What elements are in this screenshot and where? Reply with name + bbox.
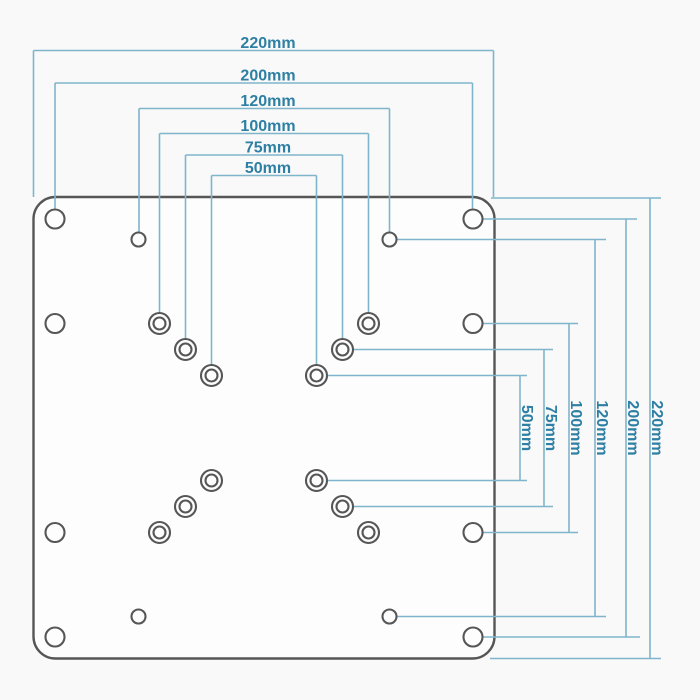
vesa75-hole-top-left — [173, 337, 198, 362]
inner-ring — [335, 342, 350, 357]
vesa100-hole-top-right — [356, 311, 381, 336]
dimension-vertical-75: 75mm — [353, 348, 559, 508]
dimension-horizontal-50: 50mm — [210, 160, 318, 365]
corner-hole-top-left — [44, 208, 66, 230]
dimension-horizontal-220: 220mm — [32, 35, 495, 197]
dimension-label: 200mm — [240, 68, 295, 85]
vesa50-hole-top-left — [199, 363, 224, 388]
dimension-label: 100mm — [567, 400, 584, 455]
vesa50-hole-bottom-right — [304, 468, 329, 493]
dimension-vertical-50: 50mm — [327, 374, 535, 482]
side-hole-bottom-right — [462, 521, 484, 544]
vesa75-hole-bottom-left — [173, 494, 198, 519]
inner-ring — [152, 316, 167, 331]
side-holes — [44, 312, 484, 544]
inner-ring — [309, 368, 324, 383]
dimension-vertical-200: 200mm — [483, 218, 641, 638]
dimension-label: 50mm — [245, 160, 291, 177]
small-hole-bottom-right — [381, 608, 398, 625]
vesa50-hole-top-right — [304, 363, 329, 388]
vesa75-hole-bottom-right — [330, 494, 355, 519]
dimension-vertical-100: 100mm — [483, 322, 584, 534]
vesa100-holes — [147, 311, 381, 545]
vesa100-hole-top-left — [147, 311, 172, 336]
vesa50-holes — [199, 363, 329, 493]
small-hole-top-left — [130, 231, 147, 248]
dimension-vertical-120: 120mm — [397, 238, 610, 618]
corner-hole-top-right — [462, 208, 484, 230]
small-hole-bottom-left — [130, 608, 147, 625]
side-hole-top-left — [44, 312, 66, 335]
dimension-label: 220mm — [648, 400, 665, 455]
corner-hole-bottom-right — [462, 626, 484, 648]
corner-holes — [44, 208, 484, 648]
dimension-label: 75mm — [245, 140, 291, 157]
inner-ring — [309, 473, 324, 488]
dimension-label: 220mm — [240, 35, 295, 52]
inner-ring — [178, 342, 193, 357]
side-hole-top-right — [462, 312, 484, 335]
dimension-horizontal-120: 120mm — [138, 93, 391, 232]
vesa100-hole-bottom-right — [356, 520, 381, 545]
small-holes — [130, 231, 398, 625]
inner-ring — [204, 368, 219, 383]
dimension-horizontal-200: 200mm — [54, 68, 474, 209]
vesa75-hole-top-right — [330, 337, 355, 362]
inner-ring — [361, 525, 376, 540]
inner-ring — [335, 499, 350, 514]
small-hole-top-right — [381, 231, 398, 248]
dimension-horizontal-75: 75mm — [184, 140, 344, 339]
inner-ring — [361, 316, 376, 331]
dimension-label: 120mm — [593, 400, 610, 455]
plate-outline — [32, 195, 496, 660]
dimension-vertical-220: 220mm — [490, 197, 665, 660]
dimension-label: 75mm — [542, 405, 559, 451]
side-hole-bottom-left — [44, 521, 66, 544]
vesa50-hole-bottom-left — [199, 468, 224, 493]
dimension-label: 120mm — [240, 93, 295, 110]
inner-ring — [204, 473, 219, 488]
inner-ring — [152, 525, 167, 540]
dimension-horizontal-100: 100mm — [158, 118, 370, 313]
dimension-label: 100mm — [240, 118, 295, 135]
vesa75-holes — [173, 337, 355, 519]
dimension-label: 200mm — [624, 400, 641, 455]
vesa100-hole-bottom-left — [147, 520, 172, 545]
corner-hole-bottom-left — [44, 626, 66, 648]
inner-ring — [178, 499, 193, 514]
dimension-label: 50mm — [518, 405, 535, 451]
